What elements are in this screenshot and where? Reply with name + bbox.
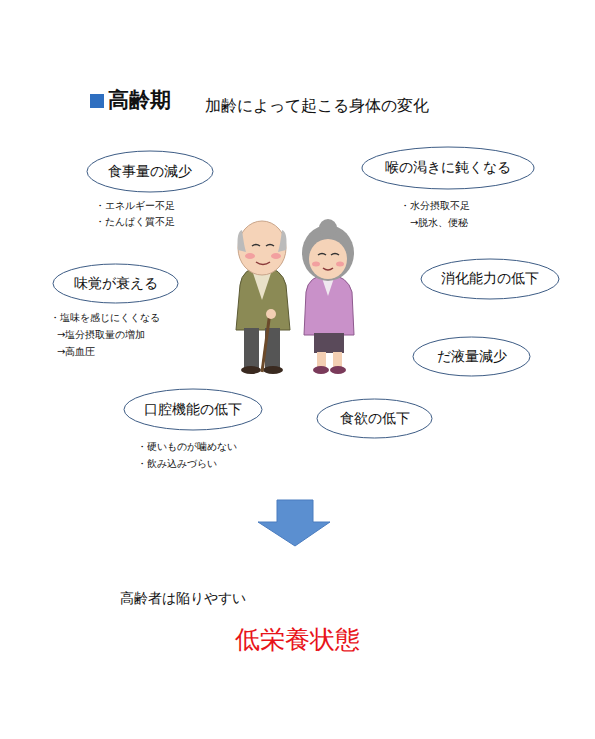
elderly-man	[236, 221, 290, 374]
title-square	[90, 94, 104, 108]
note-text: ・エネルギー不足	[95, 200, 175, 212]
ellipse-node: だ液量減少	[412, 336, 531, 377]
node-label: 食欲の低下	[340, 410, 410, 428]
note-text: ・水分摂取不足	[400, 200, 470, 212]
elderly-woman	[302, 219, 354, 374]
ellipse-node: 食欲の低下	[316, 398, 433, 439]
node-text-box: 食欲の低下	[316, 398, 433, 439]
title-text: 高齢期	[108, 88, 171, 113]
node-text-box: だ液量減少	[412, 336, 531, 377]
node-label: 味覚が衰える	[74, 275, 158, 293]
node-text-box: 口腔機能の低下	[123, 388, 263, 431]
node-text-box: 消化能力の低下	[420, 258, 560, 300]
highlight-text: 低栄養状態	[235, 625, 360, 655]
note-text: ・たんぱく質不足	[95, 216, 175, 228]
note-text: →高血圧	[57, 346, 95, 358]
node-text-box: 食事量の減少	[86, 150, 214, 193]
ellipse-node: 口腔機能の低下	[123, 388, 263, 431]
node-text-box: 喉の渇きに鈍くなる	[361, 146, 535, 190]
node-label: だ液量減少	[437, 348, 507, 366]
subtitle-text: 加齢によって起こる身体の変化	[205, 96, 429, 115]
node-text-box: 味覚が衰える	[52, 263, 179, 304]
note-text: →脱水、便秘	[410, 217, 468, 229]
down-arrow	[258, 500, 330, 546]
ellipse-node: 味覚が衰える	[52, 263, 179, 304]
node-label: 食事量の減少	[108, 163, 192, 181]
node-label: 消化能力の低下	[441, 270, 539, 288]
note-text: ・硬いものが噛めない	[137, 441, 237, 453]
node-label: 喉の渇きに鈍くなる	[385, 159, 511, 177]
note-text: →塩分摂取量の増加	[57, 329, 145, 341]
statement-text: 高齢者は陥りやすい	[120, 590, 246, 607]
node-label: 口腔機能の低下	[144, 401, 242, 419]
ellipse-node: 消化能力の低下	[420, 258, 560, 300]
note-text: ・飲み込みづらい	[137, 458, 217, 470]
ellipse-node: 食事量の減少	[86, 150, 214, 193]
ellipse-node: 喉の渇きに鈍くなる	[361, 146, 535, 190]
note-text: ・塩味を感じにくくなる	[50, 312, 160, 324]
